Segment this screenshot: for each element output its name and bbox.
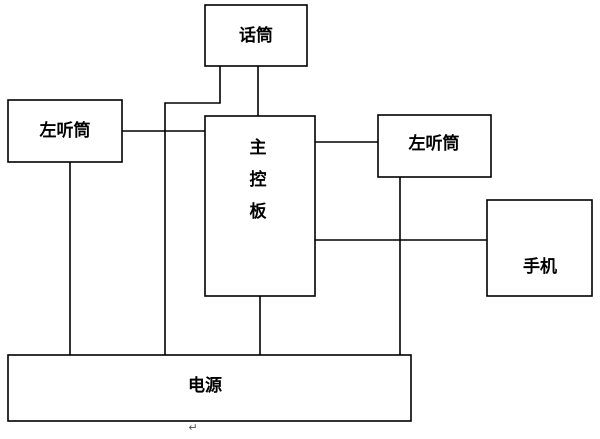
right-earpiece-label: 左听筒 (409, 133, 460, 154)
main-board-char-2: 控 (250, 169, 267, 190)
phone-box (486, 199, 593, 297)
microphone-box (204, 4, 308, 67)
phone-label: 手机 (523, 256, 557, 277)
connections (69, 66, 487, 355)
paragraph-mark: ↵ (188, 421, 197, 434)
phone-node: 手机 (486, 199, 593, 297)
main-board-box (204, 115, 316, 297)
left-earpiece-box (7, 99, 123, 163)
wire-power-to-microphone (164, 66, 221, 355)
left-earpiece-node: 左听筒 (7, 99, 123, 163)
power-supply-node: 电源 (7, 354, 412, 422)
power-supply-box (7, 354, 412, 422)
left-earpiece-label: 左听筒 (40, 120, 91, 141)
right-earpiece-node: 左听筒 (377, 114, 492, 178)
power-supply-label: 电源 (188, 375, 222, 396)
microphone-node: 话筒 (204, 4, 308, 67)
microphone-label: 话筒 (239, 25, 273, 46)
right-earpiece-box (377, 114, 492, 178)
main-board-char-1: 主 (250, 137, 267, 158)
main-board-char-3: 板 (250, 201, 268, 222)
main-board-node: 主 控 板 (204, 115, 316, 297)
